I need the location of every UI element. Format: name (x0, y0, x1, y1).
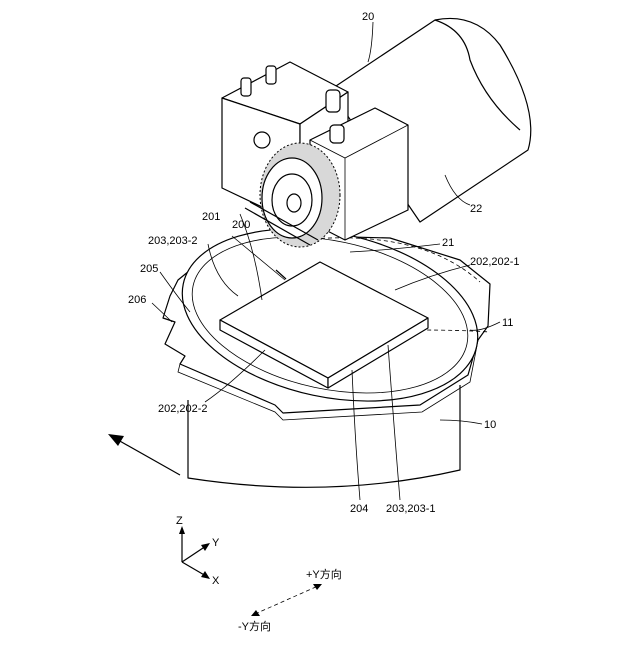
axis-y-label: Y (212, 537, 220, 549)
label-street-dir1: 202,202-1 (470, 256, 520, 268)
label-street-dir2: 202,202-2 (158, 403, 208, 415)
axes-indicator (179, 526, 210, 579)
label-cutting-line: 200 (232, 219, 250, 231)
minus-y-direction-label: -Y方向 (238, 619, 271, 633)
label-street-a: 203,203-1 (386, 503, 436, 515)
label-cover: 22 (470, 203, 482, 215)
label-wafer-edge: 204 (350, 503, 368, 515)
label-street-b: 203,203-2 (148, 235, 198, 247)
label-blade: 21 (442, 237, 454, 249)
axis-x-label: X (212, 575, 220, 587)
label-device: 20 (362, 11, 374, 23)
label-chuck-table: 11 (502, 317, 513, 329)
label-base: 10 (484, 419, 496, 431)
plus-y-direction-label: +Y方向 (306, 567, 342, 581)
axis-z-label: Z (176, 515, 183, 527)
movement-arrow (108, 434, 180, 475)
label-chip-region: 201 (202, 211, 220, 223)
label-tape: 205 (140, 263, 158, 275)
y-direction-arrow (251, 584, 322, 616)
label-frame: 206 (128, 294, 146, 306)
